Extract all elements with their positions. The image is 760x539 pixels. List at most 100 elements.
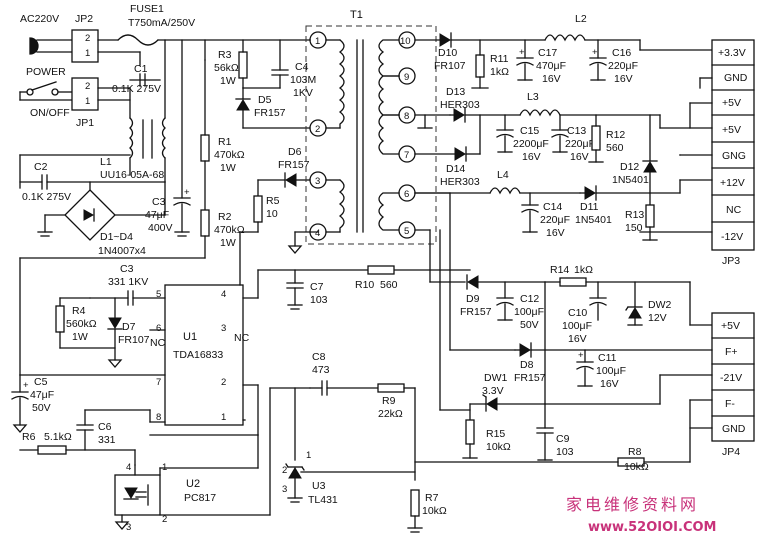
r13: R13 150	[625, 204, 655, 234]
svg-text:GNG: GNG	[722, 150, 746, 162]
svg-text:220μF: 220μF	[608, 60, 638, 72]
svg-text:TDA16833: TDA16833	[173, 349, 223, 361]
svg-text:1KV: 1KV	[293, 87, 313, 99]
svg-text:16V: 16V	[600, 378, 619, 390]
svg-text:NC: NC	[234, 332, 250, 344]
svg-text:50V: 50V	[32, 402, 51, 414]
svg-text:L3: L3	[527, 91, 539, 103]
svg-text:10kΩ: 10kΩ	[422, 505, 447, 517]
svg-text:400V: 400V	[148, 222, 173, 234]
svg-text:T750mA/250V: T750mA/250V	[128, 17, 195, 29]
c2: C2 0.1K 275V	[19, 161, 166, 203]
c3-snubber: C3 331 1KV	[89, 263, 166, 306]
svg-text:1W: 1W	[220, 237, 236, 249]
svg-text:JP3: JP3	[722, 255, 740, 267]
svg-text:1N4007x4: 1N4007x4	[98, 245, 146, 257]
svg-text:C7: C7	[310, 281, 324, 293]
svg-text:UU16-05A-68: UU16-05A-68	[100, 169, 164, 181]
l3: L3	[519, 91, 561, 117]
r2: R2 470kΩ 1W	[200, 209, 245, 249]
svg-text:FR157: FR157	[278, 159, 310, 171]
svg-text:+: +	[592, 47, 598, 58]
svg-text:473: 473	[312, 364, 330, 376]
svg-text:+: +	[23, 380, 29, 391]
svg-text:220μF: 220μF	[565, 138, 595, 150]
svg-text:5: 5	[156, 289, 161, 300]
svg-text:FR157: FR157	[460, 306, 492, 318]
svg-text:家电维修资料网: 家电维修资料网	[566, 495, 699, 514]
d7: D7 FR107	[107, 317, 150, 346]
svg-text:C15: C15	[520, 125, 539, 137]
r12: R12 560	[591, 125, 625, 154]
c8: C8 473	[309, 351, 379, 396]
ac-inlet: AC220V	[20, 13, 73, 55]
svg-text:2: 2	[315, 124, 320, 135]
svg-text:-12V: -12V	[721, 231, 743, 243]
svg-text:2200μF: 2200μF	[513, 138, 549, 150]
svg-text:56kΩ: 56kΩ	[214, 62, 239, 74]
svg-text:PC817: PC817	[184, 492, 216, 504]
svg-text:103: 103	[556, 446, 574, 458]
c15: C15 2200μF 16V	[496, 114, 549, 163]
svg-text:C1: C1	[134, 63, 148, 75]
l2: L2	[544, 13, 587, 42]
svg-text:1N5401: 1N5401	[575, 214, 612, 226]
svg-text:D13: D13	[446, 86, 465, 98]
connector-jp3: +3.3V GND +5V +5V GNG +12V NC -12V JP3	[711, 39, 755, 267]
svg-text:331: 331	[98, 434, 116, 446]
svg-text:1N5401: 1N5401	[612, 174, 649, 186]
svg-text:C13: C13	[567, 125, 586, 137]
svg-text:TL431: TL431	[308, 494, 338, 506]
r10: R10 560	[355, 265, 398, 291]
svg-text:JP1: JP1	[76, 117, 94, 129]
svg-text:R10: R10	[355, 279, 374, 291]
svg-text:D9: D9	[466, 293, 480, 305]
svg-text:R2: R2	[218, 211, 232, 223]
svg-text:C12: C12	[520, 293, 539, 305]
svg-text:10kΩ: 10kΩ	[486, 441, 511, 453]
svg-text:HER303: HER303	[440, 99, 480, 111]
svg-text:T1: T1	[350, 9, 363, 21]
svg-text:2: 2	[85, 33, 90, 44]
c4: C4 103M 1KV	[271, 61, 316, 99]
svg-text:+3.3V: +3.3V	[718, 47, 746, 59]
svg-text:C11: C11	[598, 352, 617, 364]
r3: R3 56kΩ 1W	[214, 49, 248, 87]
svg-text:10: 10	[266, 208, 278, 220]
svg-text:D14: D14	[446, 163, 465, 175]
svg-text:5: 5	[404, 226, 409, 237]
svg-text:+: +	[519, 47, 525, 58]
svg-text:+: +	[184, 187, 190, 198]
svg-text:100μF: 100μF	[596, 365, 626, 377]
r8: R8 10kΩ	[617, 446, 649, 473]
svg-text:L1: L1	[100, 156, 112, 168]
d6: D6 FR157	[278, 146, 310, 188]
svg-text:C6: C6	[98, 421, 112, 433]
c9: C9 103	[536, 403, 574, 461]
l1: L1 UU16-05A-68	[100, 117, 166, 181]
svg-text:3: 3	[126, 522, 131, 533]
svg-text:100μF: 100μF	[562, 320, 592, 332]
svg-text:470μF: 470μF	[536, 60, 566, 72]
r14: R14 1kΩ	[550, 264, 593, 287]
svg-text:L2: L2	[575, 13, 587, 25]
svg-text:16V: 16V	[546, 227, 565, 239]
c7: C7 103	[286, 269, 328, 310]
svg-text:4: 4	[221, 289, 226, 300]
c16: + C16 220μF 16V	[589, 39, 638, 85]
d11: D11 1N5401	[575, 185, 612, 226]
r7: R7 10kΩ	[410, 489, 447, 517]
svg-text:6: 6	[404, 189, 409, 200]
c10: C10 100μF 16V	[562, 281, 607, 345]
svg-text:C4: C4	[295, 61, 309, 73]
d14: D14 HER303	[440, 146, 480, 188]
svg-text:C17: C17	[538, 47, 557, 59]
optocoupler-u2: 4 3 1 2 U2 PC817	[114, 462, 216, 533]
svg-text:1: 1	[306, 450, 311, 461]
svg-text:F+: F+	[725, 346, 738, 358]
svg-text:0.1K 275V: 0.1K 275V	[22, 191, 71, 203]
svg-text:16V: 16V	[522, 151, 541, 163]
bridge-rectifier: D1~D4 1N4007x4	[37, 181, 166, 257]
svg-text:4: 4	[315, 228, 320, 239]
svg-text:C5: C5	[34, 376, 48, 388]
